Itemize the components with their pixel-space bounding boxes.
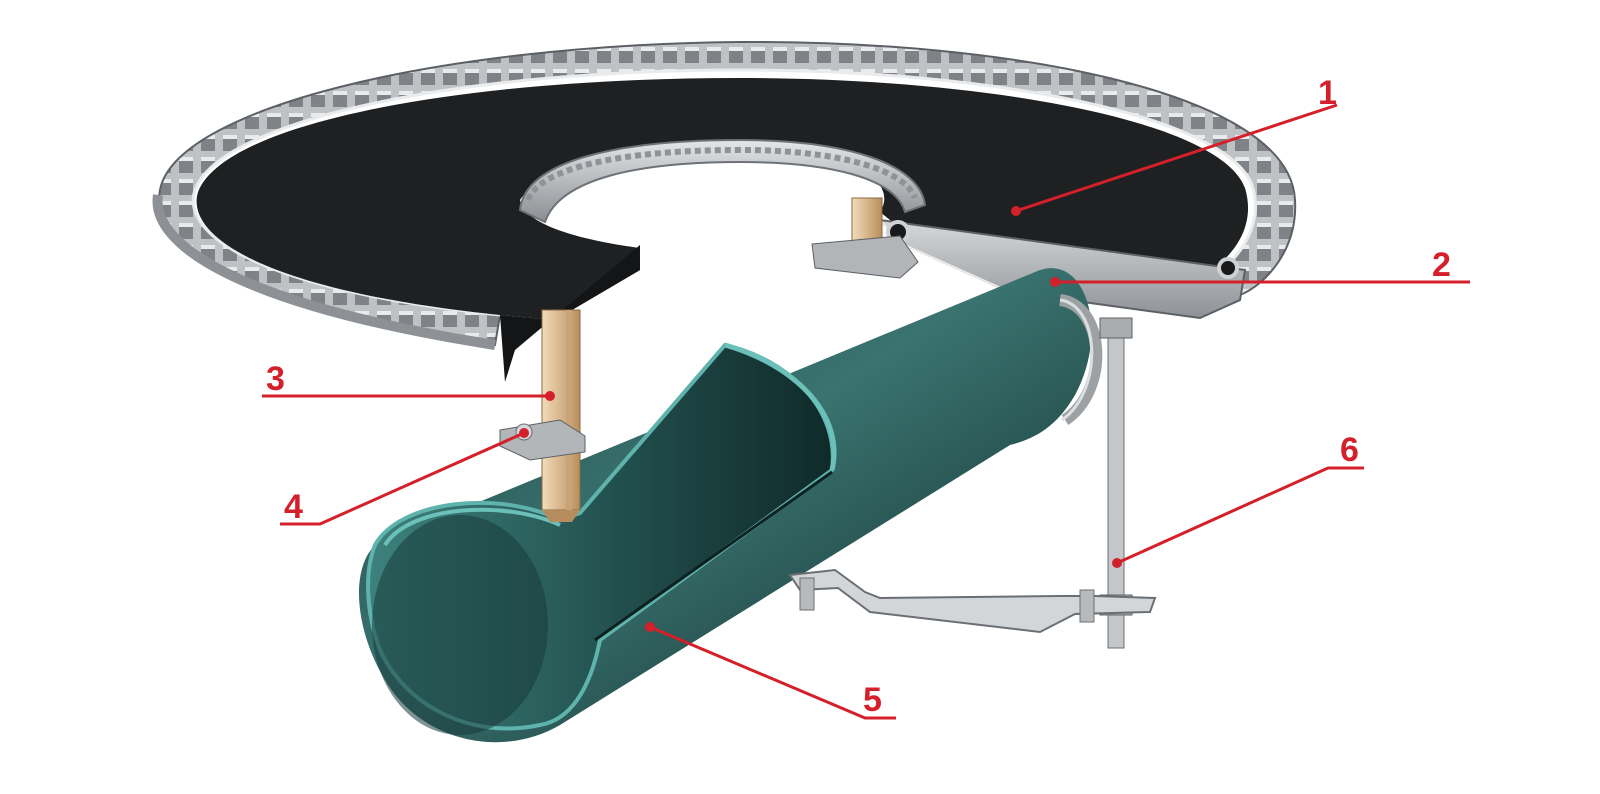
callout-leaders xyxy=(262,103,1470,720)
callout-leader-6 xyxy=(1112,466,1364,568)
callout-leader-2 xyxy=(1050,277,1470,287)
gear-rim xyxy=(152,40,1297,350)
inner-ring xyxy=(518,138,927,224)
callout-labels: 1 2 3 4 5 6 xyxy=(266,74,1451,719)
callout-leader-5 xyxy=(645,622,896,720)
callout-leader-4 xyxy=(280,428,529,526)
callout-label-4: 4 xyxy=(284,488,303,526)
support-bracket xyxy=(877,218,1247,320)
callout-label-2: 2 xyxy=(1432,246,1451,284)
callout-leader-1 xyxy=(1011,103,1338,216)
callout-leader-3 xyxy=(262,391,555,401)
callout-label-3: 3 xyxy=(266,360,285,398)
callout-label-5: 5 xyxy=(863,681,882,719)
callout-label-6: 6 xyxy=(1340,431,1359,469)
callout-label-1: 1 xyxy=(1318,74,1337,112)
pipe-collar xyxy=(1058,294,1103,425)
deck-plate xyxy=(196,78,1249,382)
upper-clamp xyxy=(811,197,919,279)
pipe xyxy=(358,268,1092,743)
